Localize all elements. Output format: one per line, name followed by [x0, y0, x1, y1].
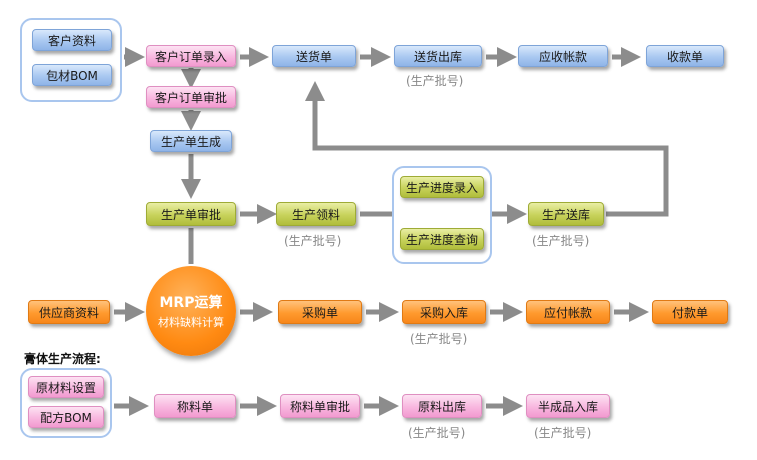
order-entry-node[interactable]: 客户订单录入 [146, 45, 236, 67]
semi-product-in-node[interactable]: 半成品入库 [526, 394, 610, 418]
receivable-node[interactable]: 应收帐款 [518, 45, 608, 67]
customer-info-node[interactable]: 客户资料 [32, 29, 112, 51]
material-setup-node[interactable]: 原材料设置 [28, 376, 104, 398]
mrp-subtitle: 材料缺料计算 [158, 316, 224, 329]
prod-pick-node[interactable]: 生产领料 [276, 202, 356, 226]
mrp-calc-node[interactable]: MRP运算 材料缺料计算 [146, 266, 236, 356]
purchase-order-node[interactable]: 采购单 [278, 300, 362, 324]
progress-entry-node[interactable]: 生产进度录入 [400, 176, 484, 198]
packaging-bom-node[interactable]: 包材BOM [32, 64, 112, 86]
weigh-note-node[interactable]: 称料单 [154, 394, 236, 418]
formula-bom-node[interactable]: 配方BOM [28, 406, 104, 428]
receipt-node[interactable]: 收款单 [646, 45, 724, 67]
supplier-info-node[interactable]: 供应商资料 [28, 300, 110, 324]
semi-product-batch-note: (生产批号) [534, 426, 592, 440]
prod-stockin-batch-note: (生产批号) [532, 234, 590, 248]
weigh-approve-node[interactable]: 称料单审批 [280, 394, 360, 418]
prod-generate-node[interactable]: 生产单生成 [150, 130, 232, 152]
prod-stockin-node[interactable]: 生产送库 [528, 202, 604, 226]
order-approve-node[interactable]: 客户订单审批 [146, 86, 236, 108]
purchase-in-batch-note: (生产批号) [410, 332, 468, 346]
mrp-title: MRP运算 [159, 295, 223, 311]
progress-query-node[interactable]: 生产进度查询 [400, 228, 484, 250]
paste-process-title: 膏体生产流程: [24, 352, 101, 366]
arrow-stockin-to-delivery [305, 81, 669, 217]
payable-node[interactable]: 应付帐款 [526, 300, 610, 324]
prod-pick-batch-note: (生产批号) [284, 234, 342, 248]
material-out-node[interactable]: 原料出库 [402, 394, 482, 418]
delivery-out-node[interactable]: 送货出库 [394, 45, 482, 67]
delivery-note-node[interactable]: 送货单 [272, 45, 356, 67]
prod-approve-node[interactable]: 生产单审批 [146, 202, 236, 226]
delivery-out-batch-note: (生产批号) [406, 74, 464, 88]
purchase-in-node[interactable]: 采购入库 [402, 300, 486, 324]
material-out-batch-note: (生产批号) [408, 426, 466, 440]
payment-node[interactable]: 付款单 [652, 300, 728, 324]
